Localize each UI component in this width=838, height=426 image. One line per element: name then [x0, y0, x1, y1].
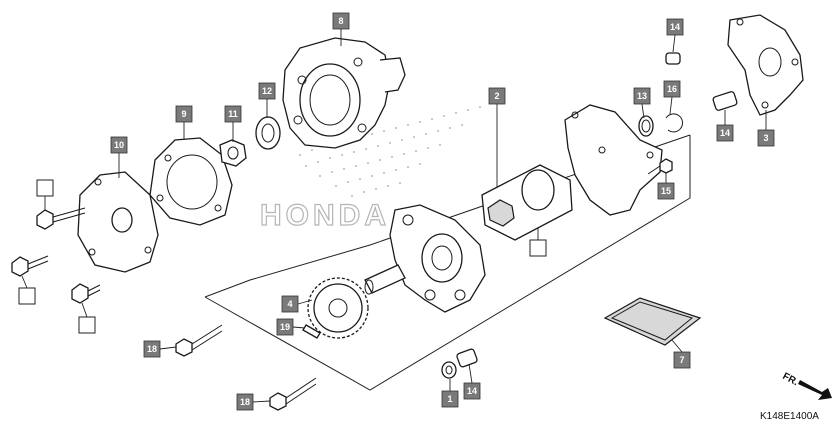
leader-lines: [21, 29, 767, 403]
callout-9[interactable]: 9: [175, 105, 193, 123]
callout-14-right[interactable]: 14: [716, 124, 734, 142]
bolt-middle-left: [11, 255, 49, 277]
oil-pump-body: [389, 204, 486, 313]
part-18-bolt-upper: [175, 324, 223, 357]
callout-15[interactable]: 15: [657, 182, 675, 200]
callout-19[interactable]: 19: [276, 318, 294, 336]
callout-8[interactable]: 8: [332, 12, 350, 30]
callout-18-lower[interactable]: 18: [236, 393, 254, 411]
callout-4[interactable]: 4: [281, 295, 299, 313]
callout-2[interactable]: 2: [488, 87, 506, 105]
ref-box-upper-left: [36, 179, 54, 197]
svg-text:3: 3: [763, 133, 768, 143]
svg-text:14: 14: [670, 22, 680, 32]
svg-text:4: 4: [287, 299, 292, 309]
svg-text:18: 18: [147, 344, 157, 354]
front-direction-indicator: FR.: [781, 371, 832, 400]
callout-3[interactable]: 3: [757, 129, 775, 147]
part-9-gasket: [149, 137, 233, 226]
part-18-bolt-lower: [269, 377, 317, 411]
part-10-cover-plate: [77, 171, 159, 273]
pump-rotors: [481, 164, 573, 241]
part-11-nut: [219, 139, 247, 167]
svg-text:13: 13: [637, 91, 647, 101]
part-14-dowel-bottom: [456, 348, 478, 368]
svg-text:14: 14: [467, 386, 477, 396]
callout-14-bottom[interactable]: 14: [463, 382, 481, 400]
svg-text:19: 19: [280, 322, 290, 332]
pump-shaft: [364, 264, 406, 295]
svg-text:16: 16: [667, 84, 677, 94]
svg-text:2: 2: [494, 91, 499, 101]
svg-text:8: 8: [338, 16, 343, 26]
bolt-upper-left: [36, 207, 86, 230]
callout-13[interactable]: 13: [633, 87, 651, 105]
svg-text:10: 10: [114, 140, 124, 150]
callout-11[interactable]: 11: [224, 105, 242, 123]
front-arrow-icon: [798, 380, 832, 400]
bolt-lower-left: [71, 283, 101, 304]
ref-box-lower-left: [78, 316, 96, 334]
part-15-screw: [647, 158, 673, 175]
svg-text:14: 14: [720, 128, 730, 138]
callout-18-upper[interactable]: 18: [143, 340, 161, 358]
watermark-honda-text: HONDA: [260, 199, 390, 232]
front-direction-label: FR.: [781, 371, 801, 388]
honda-wing-watermark: HONDA: [259, 105, 482, 233]
part-14-dowel-top: [665, 52, 681, 65]
part-7-strainer: [603, 297, 702, 346]
pump-cover-plate: [564, 104, 663, 216]
callout-14-top[interactable]: 14: [666, 18, 684, 36]
part-3-gasket: [727, 14, 804, 116]
ref-box-rotor: [529, 239, 547, 257]
part-12-washer: [255, 116, 281, 150]
svg-text:18: 18: [240, 397, 250, 407]
callout-10[interactable]: 10: [110, 136, 128, 154]
svg-text:7: 7: [679, 355, 684, 365]
part-13-oring: [638, 115, 654, 137]
ref-box-middle-left: [18, 287, 36, 305]
svg-text:15: 15: [661, 186, 671, 196]
callout-12[interactable]: 12: [258, 82, 276, 100]
svg-text:9: 9: [181, 109, 186, 119]
figure-code: K148E1400A: [760, 411, 819, 422]
svg-text:12: 12: [262, 86, 272, 96]
svg-text:1: 1: [447, 394, 452, 404]
part-16-circlip: [665, 113, 683, 133]
callout-1[interactable]: 1: [441, 390, 459, 408]
part-1-ring: [441, 361, 457, 379]
callout-16[interactable]: 16: [663, 80, 681, 98]
part-14-dowel-right: [712, 91, 738, 111]
callout-7[interactable]: 7: [673, 351, 691, 369]
svg-text:11: 11: [228, 109, 238, 119]
part-8-drive-housing: [282, 37, 406, 149]
part-4-gear: [307, 277, 369, 339]
